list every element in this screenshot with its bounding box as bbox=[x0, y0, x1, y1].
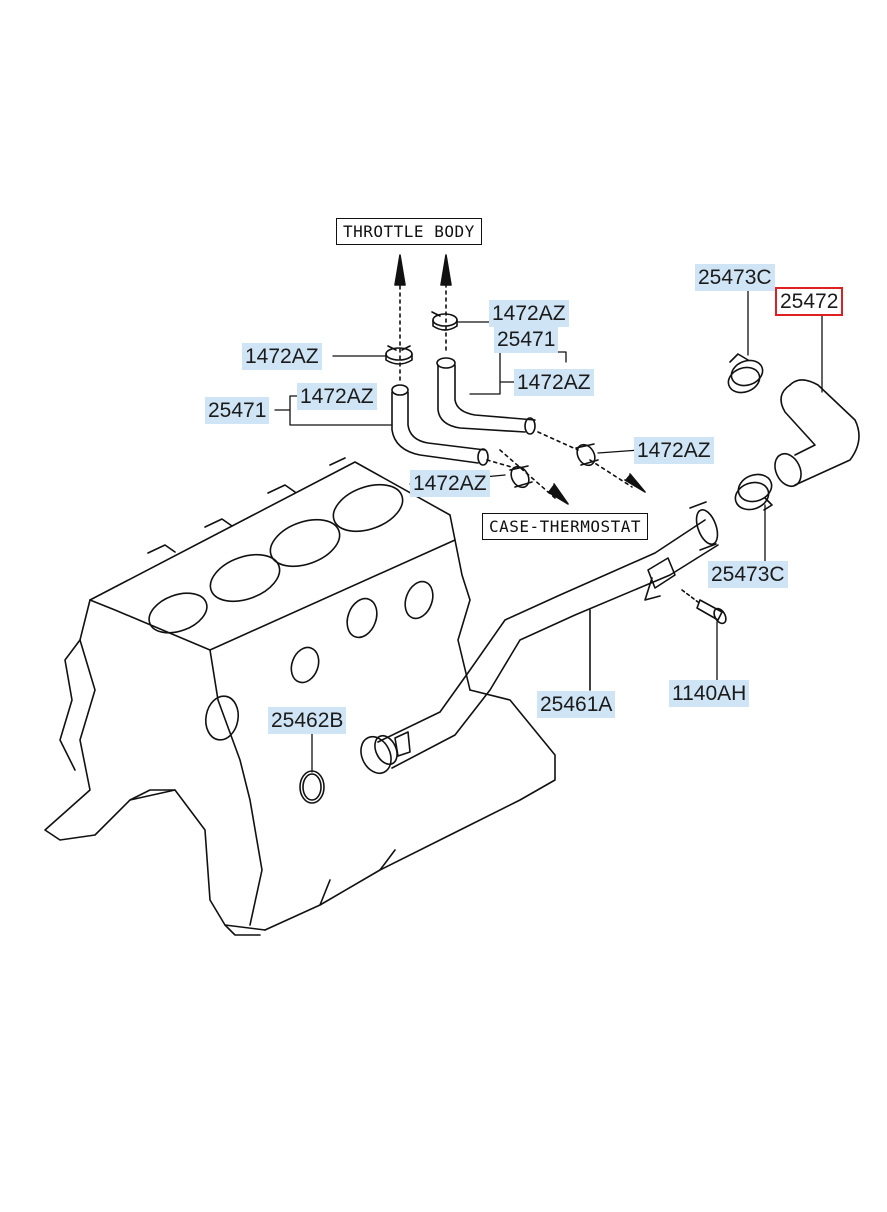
gasket-o-ring bbox=[299, 770, 325, 804]
part-label-1472az-c[interactable]: 1472AZ bbox=[297, 383, 377, 410]
hose-25471-left bbox=[391, 384, 489, 466]
hose-clamp-top bbox=[727, 353, 764, 394]
part-label-25462b[interactable]: 25462B bbox=[268, 707, 347, 734]
part-label-1472az-right[interactable]: 1472AZ bbox=[634, 437, 714, 464]
part-label-25471-top[interactable]: 25471 bbox=[494, 326, 559, 353]
part-label-1140ah[interactable]: 1140AH bbox=[669, 680, 750, 707]
hose-25472 bbox=[774, 379, 860, 488]
part-label-25473c-bottom[interactable]: 25473C bbox=[708, 561, 788, 588]
part-label-25473c-top[interactable]: 25473C bbox=[695, 264, 775, 291]
throttle-body-arrows bbox=[394, 254, 579, 469]
part-label-25472-selected[interactable]: 25472 bbox=[775, 287, 844, 316]
water-pipe bbox=[360, 501, 719, 775]
bolt-1140ah bbox=[681, 589, 727, 625]
hose-clamp-bottom bbox=[734, 473, 773, 511]
part-label-1472az-a[interactable]: 1472AZ bbox=[489, 300, 569, 327]
case-thermostat-box: CASE-THERMOSTAT bbox=[482, 513, 648, 540]
throttle-body-box: THROTTLE BODY bbox=[336, 218, 482, 245]
case-thermostat-arrows bbox=[499, 449, 646, 505]
part-label-1472az-b[interactable]: 1472AZ bbox=[514, 369, 594, 396]
part-label-25461a[interactable]: 25461A bbox=[537, 691, 616, 718]
hose-25471-top bbox=[436, 357, 536, 435]
engine-block bbox=[44, 457, 556, 936]
part-label-1472az-left[interactable]: 1472AZ bbox=[242, 343, 322, 370]
part-label-25471-left[interactable]: 25471 bbox=[205, 397, 270, 424]
part-label-1472az-mid[interactable]: 1472AZ bbox=[410, 470, 490, 497]
clamp-icons bbox=[385, 311, 599, 489]
